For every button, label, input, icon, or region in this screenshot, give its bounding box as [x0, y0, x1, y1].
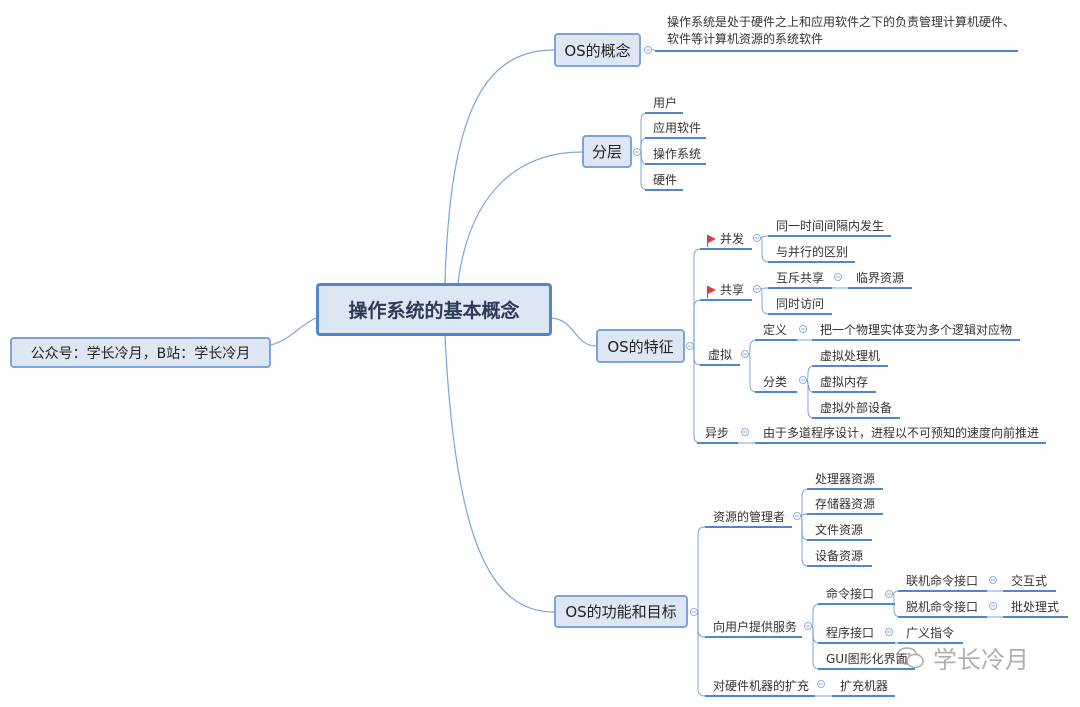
- service-offline-command[interactable]: 脱机命令接口: [898, 599, 987, 618]
- service-online-command[interactable]: 联机命令接口: [898, 573, 987, 592]
- connector-line: [760, 235, 769, 239]
- collapse-toggle-icon[interactable]: [885, 628, 893, 636]
- feature-virtual[interactable]: 虚拟: [700, 347, 740, 366]
- central-topic[interactable]: 操作系统的基本概念: [316, 283, 552, 336]
- collapse-toggle-icon[interactable]: [834, 273, 842, 281]
- resource-item[interactable]: 文件资源: [807, 522, 872, 541]
- watermark-text: 学长冷月: [933, 646, 1029, 674]
- sharing-mutex[interactable]: 互斥共享: [768, 270, 832, 289]
- connector-line: [697, 526, 706, 612]
- virtual-class-label[interactable]: 分类: [755, 374, 797, 393]
- feature-sharing[interactable]: 共享: [700, 282, 752, 301]
- feature-async[interactable]: 异步: [697, 425, 738, 444]
- virtual-class-item[interactable]: 虚拟外部设备: [812, 400, 900, 419]
- watermark: 学长冷月: [895, 640, 1029, 675]
- connector-line: [748, 353, 758, 393]
- service-interactive[interactable]: 交互式: [1003, 573, 1056, 592]
- side-note-topic[interactable]: 公众号：学长冷月，B站：学长冷月: [10, 337, 271, 368]
- async-description[interactable]: 由于多道程序设计，进程以不可预知的速度向前推进: [755, 425, 1046, 444]
- virtual-class-item[interactable]: 虚拟内存: [812, 374, 876, 393]
- virtual-definition-label[interactable]: 定义: [755, 322, 797, 341]
- layer-item[interactable]: 操作系统: [645, 146, 706, 165]
- branch-os-concept[interactable]: OS的概念: [554, 33, 641, 67]
- collapse-toggle-icon[interactable]: [690, 608, 698, 616]
- service-command-interface[interactable]: 命令接口: [818, 586, 895, 605]
- red-flag-icon: [707, 286, 716, 298]
- extension-machine[interactable]: 扩充机器: [832, 678, 895, 697]
- virtual-class-item[interactable]: 虚拟处理机: [812, 348, 888, 367]
- branch-os-functions[interactable]: OS的功能和目标: [554, 595, 688, 628]
- collapse-toggle-icon[interactable]: [741, 428, 749, 436]
- service-generalized-instruction[interactable]: 广义指令: [898, 625, 963, 644]
- main-branch-line: [270, 317, 317, 346]
- resource-item[interactable]: 处理器资源: [807, 471, 883, 490]
- function-user-service[interactable]: 向用户提供服务: [705, 619, 802, 638]
- branch-layers[interactable]: 分层: [582, 135, 632, 168]
- red-flag-icon: [707, 235, 716, 247]
- collapse-toggle-icon[interactable]: [989, 576, 997, 584]
- collapse-toggle-icon[interactable]: [799, 325, 807, 333]
- service-program-interface[interactable]: 程序接口: [818, 625, 895, 644]
- virtual-definition-text[interactable]: 把一个物理实体变为多个逻辑对应物: [812, 322, 1020, 341]
- feature-label: 并发: [720, 232, 745, 246]
- feature-label: 共享: [720, 283, 745, 297]
- collapse-toggle-icon[interactable]: [885, 590, 893, 598]
- sharing-simultaneous[interactable]: 同时访问: [768, 296, 832, 315]
- collapse-toggle-icon[interactable]: [989, 602, 997, 610]
- connector-line: [811, 603, 821, 627]
- collapse-toggle-icon[interactable]: [804, 622, 812, 630]
- collapse-toggle-icon[interactable]: [686, 342, 694, 350]
- resource-item[interactable]: 存储器资源: [807, 496, 883, 515]
- collapse-toggle-icon[interactable]: [633, 148, 641, 156]
- resource-item[interactable]: 设备资源: [807, 548, 872, 567]
- connector-line: [800, 515, 810, 567]
- concurrency-item[interactable]: 同一时间间隔内发生: [768, 218, 891, 237]
- connector-line: [748, 339, 758, 355]
- connector-line: [811, 625, 821, 670]
- collapse-toggle-icon[interactable]: [741, 350, 749, 358]
- main-branch-line: [551, 317, 597, 347]
- connector-line: [760, 237, 770, 263]
- connector-line: [697, 612, 706, 697]
- collapse-toggle-icon[interactable]: [799, 376, 807, 384]
- branch-os-features[interactable]: OS的特征: [596, 329, 685, 363]
- layer-item[interactable]: 应用软件: [645, 120, 706, 139]
- concurrency-item[interactable]: 与并行的区别: [768, 244, 855, 263]
- service-gui[interactable]: GUI图形化界面: [818, 651, 915, 670]
- collapse-toggle-icon[interactable]: [753, 234, 761, 242]
- connector-line: [693, 299, 702, 347]
- sharing-critical-resource[interactable]: 临界资源: [848, 270, 912, 289]
- collapse-toggle-icon[interactable]: [644, 46, 652, 54]
- collapse-toggle-icon[interactable]: [753, 285, 761, 293]
- concept-definition[interactable]: 操作系统是处于硬件之上和应用软件之下的负责管理计算机硬件、软件等计算机资源的系统…: [655, 14, 1018, 52]
- layer-item[interactable]: 硬件: [645, 172, 683, 191]
- connector-line: [697, 612, 706, 638]
- connector-line: [760, 288, 770, 315]
- service-batch[interactable]: 批处理式: [1003, 599, 1068, 618]
- main-branch-line: [444, 335, 555, 613]
- collapse-toggle-icon[interactable]: [817, 680, 825, 688]
- collapse-toggle-icon[interactable]: [793, 512, 801, 520]
- wechat-icon: [896, 646, 924, 668]
- layer-item[interactable]: 用户: [645, 95, 683, 114]
- feature-concurrency[interactable]: 并发: [700, 231, 752, 250]
- function-resource-manager[interactable]: 资源的管理者: [705, 509, 792, 528]
- main-branch-line: [444, 49, 555, 284]
- function-hardware-extension[interactable]: 对硬件机器的扩充: [705, 678, 815, 697]
- main-branch-line: [457, 151, 583, 284]
- connector-line: [760, 287, 769, 290]
